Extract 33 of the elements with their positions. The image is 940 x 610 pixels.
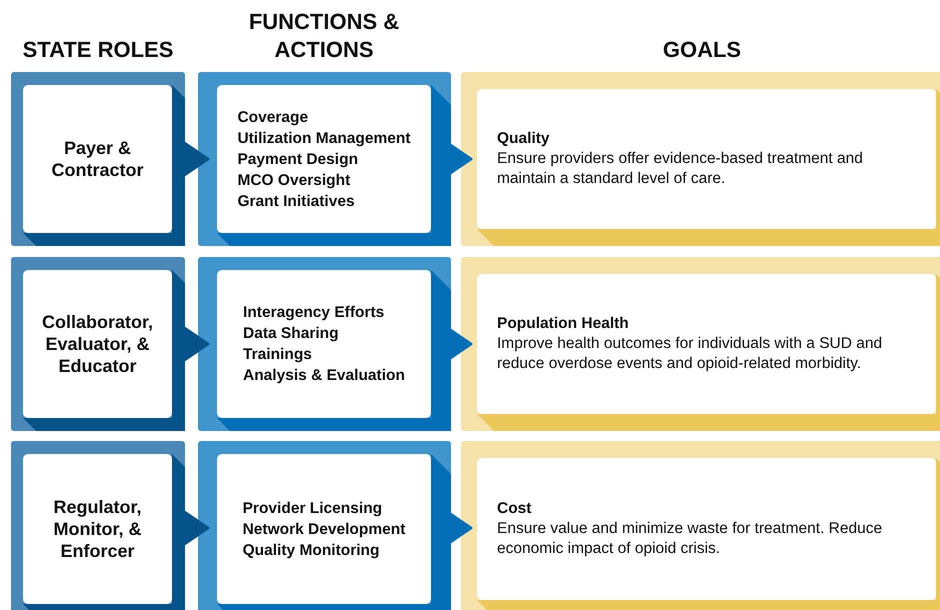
function-item: Trainings — [243, 345, 313, 365]
function-item: Provider Licensing — [242, 498, 384, 518]
function-item: Payment Design — [237, 150, 360, 170]
function-item: Grant Initiatives — [237, 192, 356, 212]
role-label: Collaborator, Evaluator, & Educator — [40, 311, 154, 377]
role-label: Regulator, Monitor, & Enforcer — [52, 496, 142, 562]
panel — [11, 72, 185, 246]
panel — [461, 257, 940, 431]
panel — [198, 257, 451, 431]
panel — [198, 72, 451, 246]
goal-description: Ensure value and minimize waste for treatment. Reduce economic impact of opioid crisis. — [497, 519, 884, 559]
goal-heading: Quality — [497, 129, 551, 149]
function-item: Interagency Efforts — [243, 303, 386, 323]
function-item: Quality Monitoring — [242, 540, 380, 560]
function-item: MCO Oversight — [237, 170, 352, 190]
panel — [461, 441, 940, 610]
column-heading: GOALS — [662, 36, 742, 64]
function-item: Utilization Management — [237, 128, 411, 148]
function-item: Network Development — [242, 520, 406, 540]
function-item: Analysis & Evaluation — [243, 366, 405, 386]
panel — [198, 441, 451, 610]
goal-heading: Cost — [497, 499, 532, 519]
role-label: Payer & Contractor — [50, 137, 144, 181]
column-heading: STATE ROLES — [22, 36, 174, 64]
panel — [461, 72, 940, 246]
goal-description: Improve health outcomes for individuals with a SUD and reduce overdose events and opioid-related morbidity. — [497, 334, 884, 374]
goal-heading: Population Health — [497, 314, 630, 334]
goal-description: Ensure providers offer evidence-based treatment and maintain a standard level of care. — [497, 149, 864, 189]
panel — [11, 257, 185, 431]
function-item: Data Sharing — [243, 324, 340, 344]
panel — [11, 441, 185, 610]
function-item: Coverage — [237, 108, 310, 128]
column-heading: FUNCTIONS & ACTIONS — [248, 8, 400, 64]
